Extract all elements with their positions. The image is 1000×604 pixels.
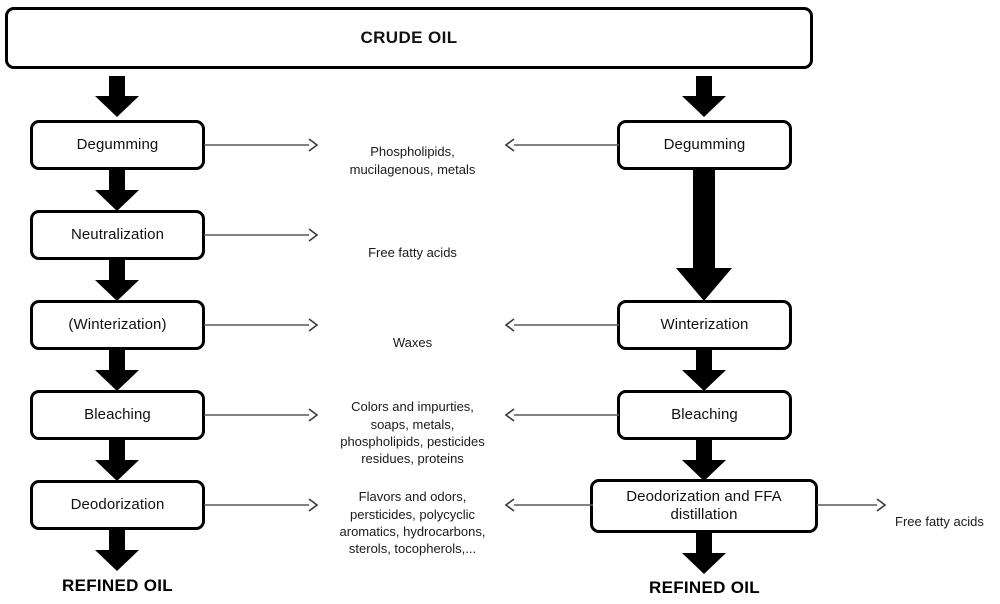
connector-arrow-left-2	[503, 406, 619, 424]
connector-arrow-left-0	[503, 136, 619, 154]
left-step-bleaching[interactable]: Bleaching	[30, 390, 205, 440]
block-arrow-down-left-1	[92, 170, 142, 212]
byproduct-degumming-label: Phospholipids, mucilagenous, metals	[349, 144, 476, 177]
byproduct-bleaching-label: Colors and impurties, soaps, metals, pho…	[340, 399, 485, 467]
right-output-refined-oil: REFINED OIL	[617, 578, 792, 598]
connector-arrow-left-3	[503, 496, 593, 514]
left-step-winterization-label: (Winterization)	[68, 315, 167, 333]
left-step-bleaching-label: Bleaching	[84, 405, 151, 423]
byproduct-text-bleaching: Colors and impurties, soaps, metals, pho…	[321, 381, 504, 467]
left-step-deodorization-label: Deodorization	[70, 495, 165, 513]
byproduct-text-degumming: Phospholipids, mucilagenous, metals	[325, 126, 500, 178]
connector-arrow-right-0	[204, 136, 320, 154]
left-step-degumming-label: Degumming	[76, 135, 159, 153]
byproduct-ffa-distillate-label: Free fatty acids	[895, 514, 984, 530]
connector-arrow-right-4	[204, 496, 320, 514]
byproduct-text-deodorization: Flavors and odors, persticides, polycycl…	[321, 471, 504, 557]
connector-arrow-left-1	[503, 316, 619, 334]
right-step-bleaching[interactable]: Bleaching	[617, 390, 792, 440]
left-step-neutralization[interactable]: Neutralization	[30, 210, 205, 260]
block-arrow-down-right-0	[679, 76, 729, 118]
connector-arrow-right-1	[204, 226, 320, 244]
connector-arrow-right-3	[204, 406, 320, 424]
left-step-deodorization[interactable]: Deodorization	[30, 480, 205, 530]
right-output-label: REFINED OIL	[649, 578, 760, 597]
block-arrow-down-left-5	[92, 530, 142, 572]
byproduct-winterization-label: Waxes	[392, 335, 433, 351]
crude-oil-header-box[interactable]: CRUDE OIL	[5, 7, 813, 69]
block-arrow-down-right-2	[679, 350, 729, 392]
right-step-winterization-label: Winterization	[660, 315, 749, 333]
left-output-refined-oil: REFINED OIL	[30, 576, 205, 596]
right-step-winterization[interactable]: Winterization	[617, 300, 792, 350]
right-step-deodorization-ffa-label: Deodorization and FFA distillation	[626, 487, 782, 523]
right-step-degumming-label: Degumming	[663, 135, 746, 153]
right-step-deodorization-ffa[interactable]: Deodorization and FFA distillation	[590, 479, 818, 533]
block-arrow-down-right-3	[679, 440, 729, 482]
left-step-neutralization-label: Neutralization	[70, 225, 165, 243]
left-output-label: REFINED OIL	[62, 576, 173, 595]
block-arrow-down-left-0	[92, 76, 142, 118]
byproduct-text-winterization: Waxes	[325, 317, 500, 352]
block-arrow-down-left-3	[92, 350, 142, 392]
connector-arrow-right-2	[204, 316, 320, 334]
block-arrow-down-right-long	[672, 170, 736, 302]
byproduct-deodorization-label: Flavors and odors, persticides, polycycl…	[339, 489, 486, 557]
right-step-degumming[interactable]: Degumming	[617, 120, 792, 170]
byproduct-text-ffa-distillate: Free fatty acids	[895, 496, 1000, 531]
left-step-winterization[interactable]: (Winterization)	[30, 300, 205, 350]
crude-oil-label: CRUDE OIL	[360, 27, 458, 47]
block-arrow-down-left-4	[92, 440, 142, 482]
byproduct-text-neutralization: Free fatty acids	[325, 227, 500, 262]
right-step-bleaching-label: Bleaching	[671, 405, 738, 423]
block-arrow-down-right-4	[679, 533, 729, 575]
byproduct-neutralization-label: Free fatty acids	[368, 245, 457, 261]
block-arrow-down-left-2	[92, 260, 142, 302]
connector-arrow-right-far	[817, 496, 887, 514]
left-step-degumming[interactable]: Degumming	[30, 120, 205, 170]
